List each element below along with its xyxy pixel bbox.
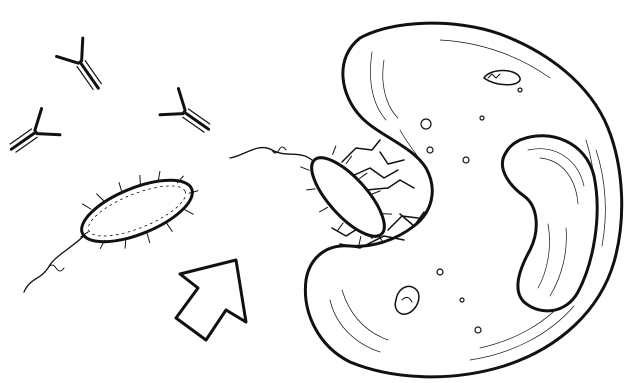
antibody-icon [160, 89, 218, 143]
bacterium-icon [230, 137, 408, 260]
antibody-icon [57, 38, 112, 97]
bacterium-icon [24, 156, 209, 292]
direction-arrow-icon [176, 260, 246, 340]
antibody-icon [2, 109, 60, 163]
